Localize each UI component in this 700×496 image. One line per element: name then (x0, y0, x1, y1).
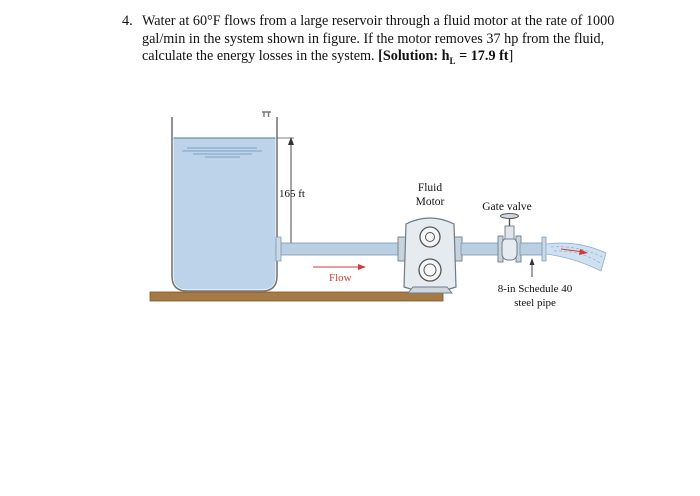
problem-number: 4. (122, 13, 133, 29)
valve-handwheel-icon (500, 213, 519, 219)
inlet-pipe (275, 242, 405, 256)
problem-body: Water at 60°F flows from a large reservo… (142, 13, 628, 71)
fluid-motor: Fluid Motor (397, 182, 463, 294)
motor-label-line1: Fluid (418, 182, 443, 194)
pipe-flange-right (541, 236, 547, 262)
motor-outlet-pipe (460, 242, 500, 256)
valve-label: Gate valve (482, 201, 532, 213)
pipe-flange-left (275, 236, 282, 262)
dimension-arrow-up-icon (288, 137, 294, 145)
solution-value: = 17.9 ft (459, 48, 509, 65)
outlet-pipe (519, 242, 545, 256)
solution-subscript: L (449, 56, 456, 67)
solution: [Solution: hL = 17.9 ft (378, 48, 509, 67)
reservoir-vent-icon (262, 111, 271, 117)
reservoir-water (173, 138, 276, 290)
height-label: 165 ft (279, 188, 305, 200)
floor-slab (149, 291, 444, 302)
solution-symbol: h (441, 48, 450, 65)
flow-arrow: Flow (313, 264, 366, 284)
motor-label-line2: Motor (416, 196, 445, 208)
gate-valve: Gate valve (482, 201, 532, 263)
reservoir (171, 111, 278, 292)
discharge-jet (545, 242, 607, 272)
flow-arrow-icon (358, 264, 366, 270)
pipe-label-line1: 8-in Schedule 40 (498, 283, 573, 295)
solution-open-bracket: [ (378, 48, 383, 65)
solution-label: Solution: (382, 48, 439, 65)
pipe-label-line2: steel pipe (514, 297, 556, 309)
elevation-dimension: 165 ft (277, 137, 305, 251)
solution-close-bracket: ] (508, 48, 514, 65)
problem-text: Water at 60°F flows from a large reservo… (142, 13, 615, 65)
pipe-leader-arrow-icon (529, 258, 535, 265)
discharge-flow-arrow-icon (579, 249, 588, 255)
flow-label: Flow (329, 272, 352, 284)
